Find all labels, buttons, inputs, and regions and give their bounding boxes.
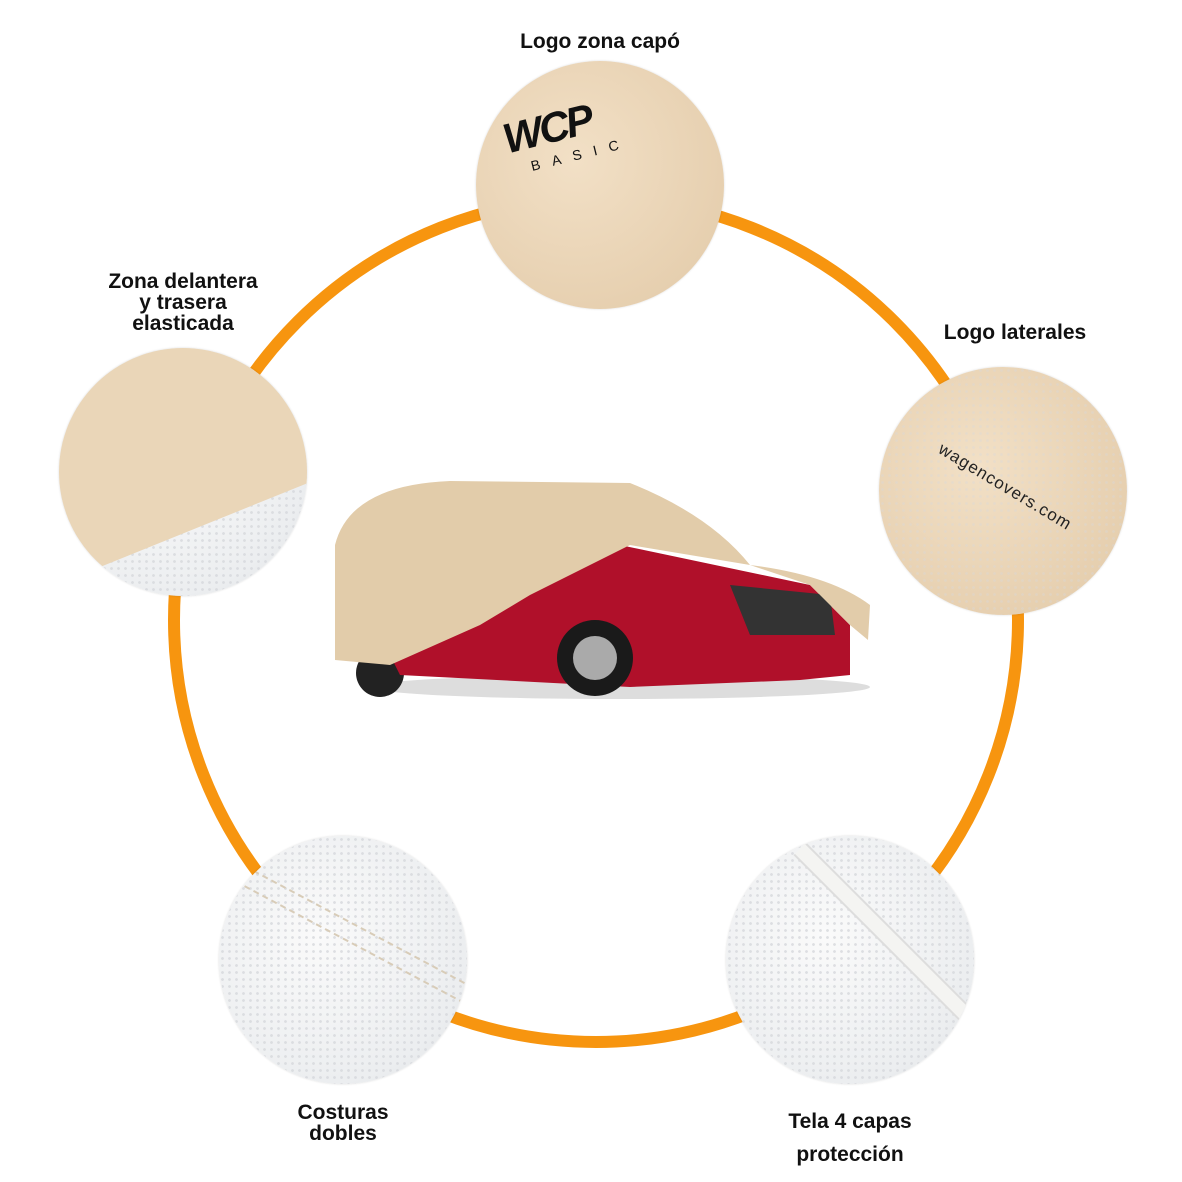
hood-logo-closeup: WCP BASIC: [476, 61, 724, 309]
car-grille: [730, 585, 835, 635]
feature-label-side-logo: Logo laterales: [943, 321, 1087, 344]
fabric-texture: [879, 367, 1127, 615]
fabric-texture: [726, 836, 974, 1084]
side-logo-closeup: wagencovers.com: [879, 367, 1127, 615]
fabric-texture: [219, 836, 467, 1084]
label-line: dobles: [309, 1122, 377, 1145]
double-stitch-closeup: [219, 836, 467, 1084]
car-cover-front: [750, 565, 870, 640]
elastic-zone-closeup: [59, 348, 307, 596]
car-cover: [335, 481, 750, 665]
feature-label-stitches: Costuras dobles: [243, 1102, 443, 1144]
label-line: Zona delantera: [108, 270, 258, 293]
covered-car-image: [335, 481, 870, 699]
label-line: Costuras: [297, 1101, 389, 1124]
brand-logo: WCP BASIC: [498, 87, 632, 179]
label-line: Tela 4 capas: [788, 1110, 912, 1133]
label-line: elasticada: [132, 312, 234, 335]
feature-label-elastic: Zona delantera y trasera elasticada: [73, 271, 293, 334]
label-line: y trasera: [139, 291, 227, 314]
feature-label-hood-logo: Logo zona capó: [520, 30, 680, 53]
label-line: protección: [796, 1143, 904, 1166]
feature-label-fabric: Tela 4 capas protección: [740, 1105, 960, 1171]
four-layer-fabric-closeup: [726, 836, 974, 1084]
wheel-rim: [573, 636, 617, 680]
